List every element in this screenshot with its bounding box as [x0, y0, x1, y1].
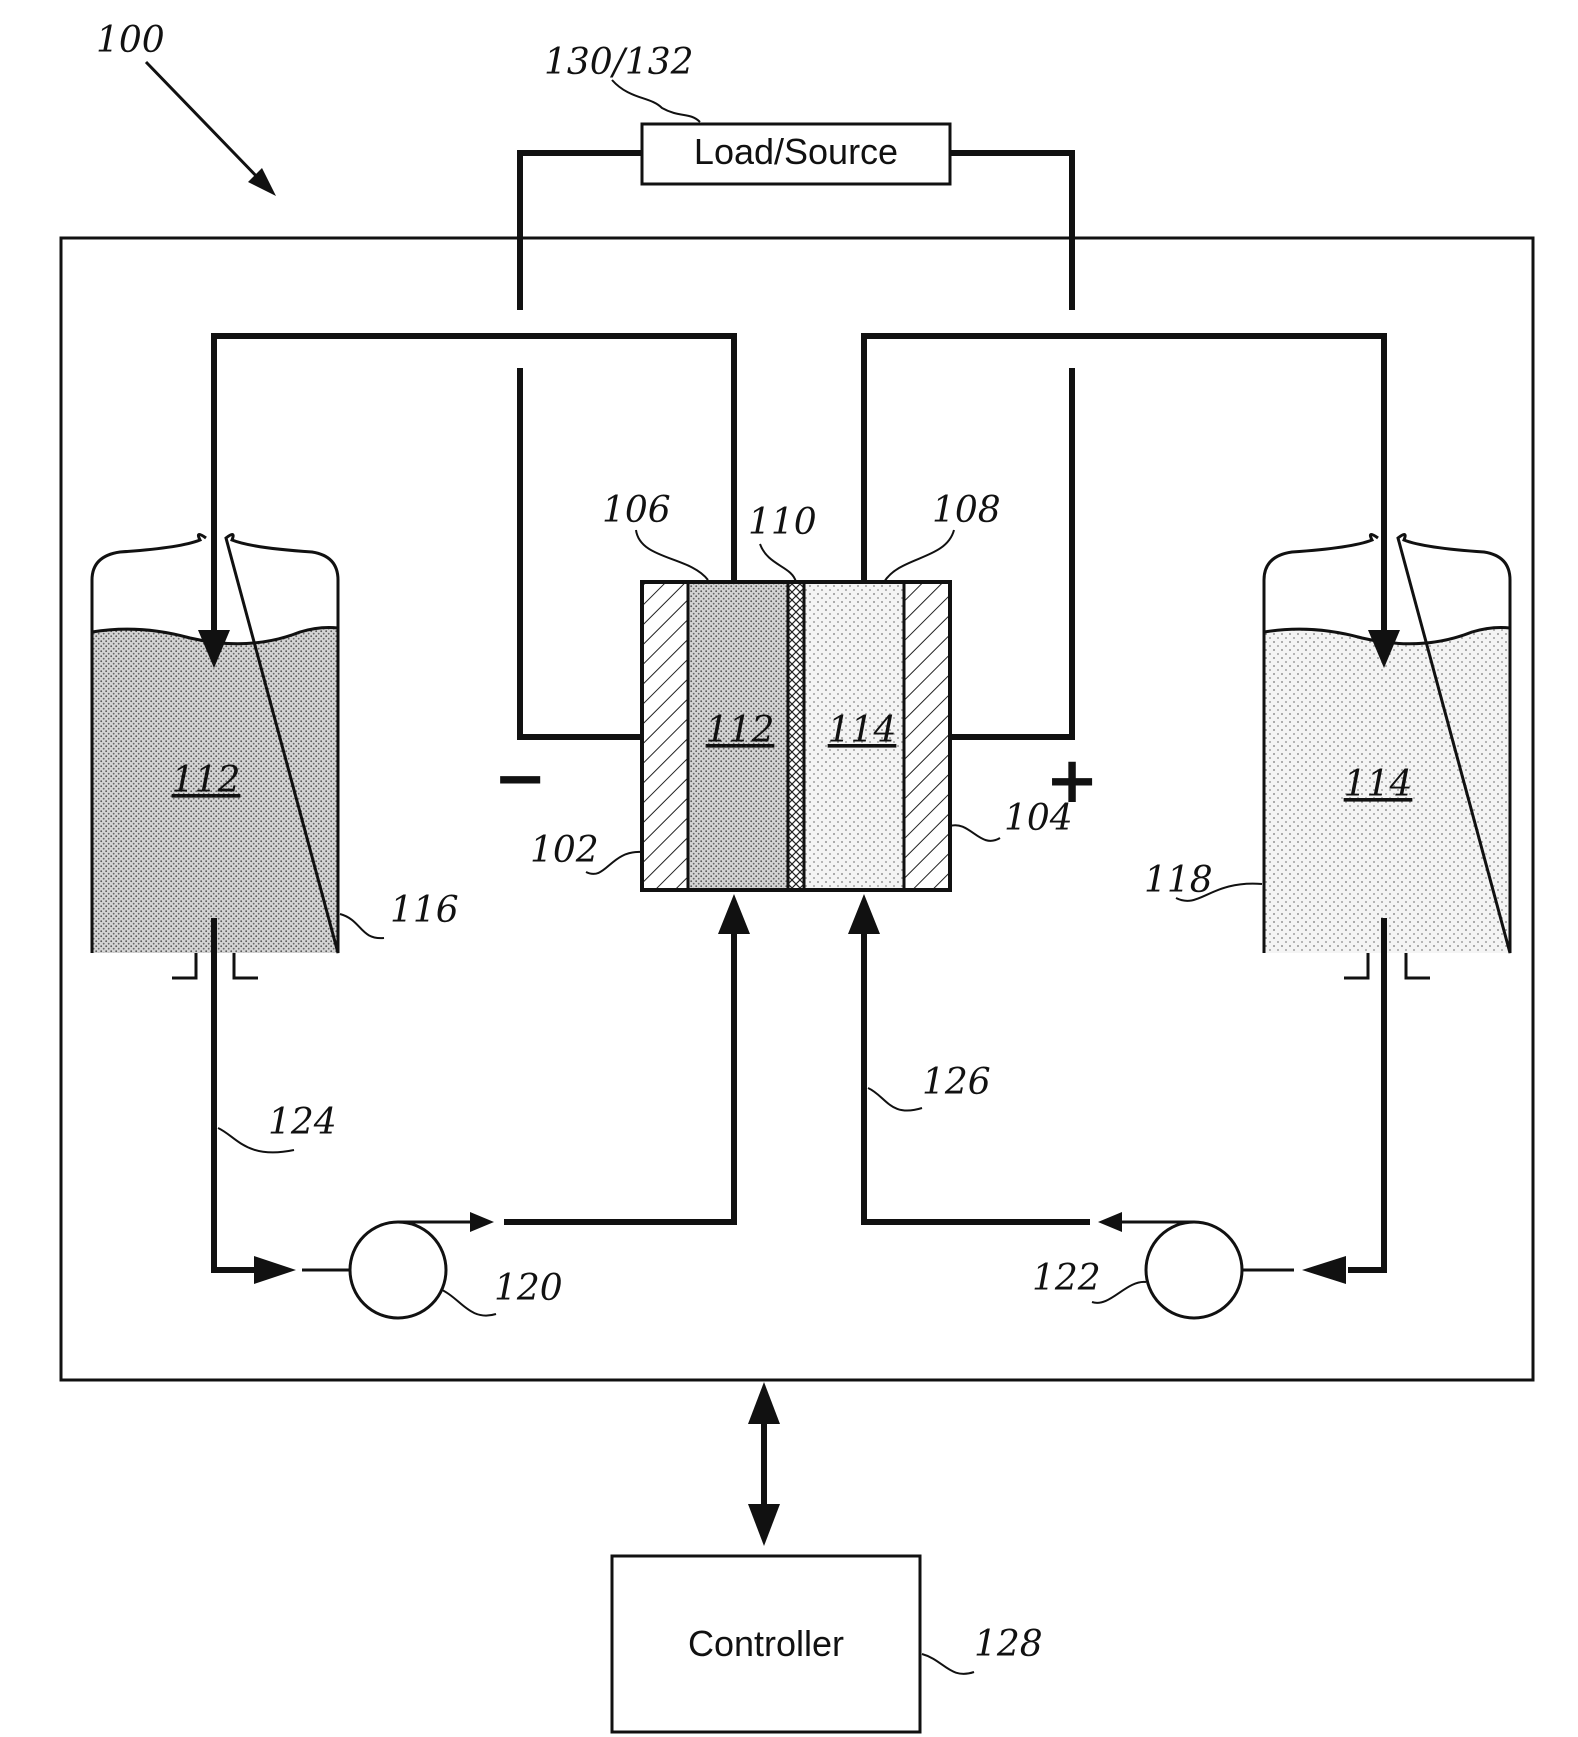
positive-line-leader [868, 1088, 922, 1111]
negative-tank-ref: 116 [390, 890, 459, 931]
negative-tank-leader [340, 914, 384, 938]
load-wire-left-bottom [520, 368, 642, 737]
negative-line-ref: 124 [268, 1102, 337, 1143]
separator-leader [760, 544, 796, 582]
positive-half-cell-leader [884, 530, 954, 582]
positive-tank-ref: 118 [1144, 860, 1213, 901]
system-ref-arrow-line [146, 62, 262, 182]
negative-terminal: − [493, 742, 547, 816]
positive-pump [1146, 1222, 1242, 1318]
negative-feed-line [504, 932, 734, 1222]
positive-supply-arrowhead-1 [1302, 1256, 1346, 1284]
negative-electrode-ref: 102 [530, 830, 599, 871]
negative-electrode [642, 582, 688, 890]
load-wire-right-bottom [950, 368, 1072, 737]
controller-ref: 128 [974, 1624, 1043, 1665]
cell-negative-electrolyte-ref: 112 [706, 710, 775, 751]
negative-pump-ref: 120 [494, 1268, 563, 1309]
cell: 112 114 106 110 108 102 104 − + [493, 490, 1099, 890]
negative-feed-arrowhead [718, 894, 750, 934]
positive-tank: 114 118 [1144, 534, 1510, 978]
negative-half-cell-leader [636, 530, 708, 580]
controller-link-arrowhead-down [748, 1504, 780, 1546]
positive-electrode [904, 582, 950, 890]
system-ref: 100 [96, 20, 165, 61]
positive-supply-line [1348, 918, 1384, 1270]
load-source-leader [612, 80, 700, 122]
controller-label: Controller [688, 1623, 844, 1664]
positive-half-cell-ref: 108 [932, 490, 1001, 531]
negative-pump-outlet-arrowhead [470, 1212, 494, 1232]
controller: Controller 128 [612, 1556, 1043, 1732]
load-wire-right-top [950, 153, 1072, 310]
load-source-ref: 130/132 [544, 42, 694, 83]
cell-positive-electrolyte-ref: 114 [828, 710, 897, 751]
negative-pump-leader [442, 1290, 496, 1316]
positive-terminal: + [1045, 744, 1099, 818]
positive-pump-outlet-arrowhead [1098, 1212, 1122, 1232]
load-source: Load/Source 130/132 [544, 42, 950, 184]
negative-tank-electrolyte-ref: 112 [172, 760, 241, 801]
negative-tank: 112 116 [92, 534, 459, 978]
load-source-label: Load/Source [694, 131, 898, 172]
separator [788, 582, 804, 890]
system-label: 100 [96, 20, 276, 196]
separator-ref: 110 [748, 502, 817, 543]
controller-leader [922, 1654, 974, 1674]
negative-supply-arrowhead-1 [254, 1256, 296, 1284]
negative-pump [350, 1222, 446, 1318]
positive-line-ref: 126 [922, 1062, 991, 1103]
negative-half-cell-ref: 106 [602, 490, 671, 531]
positive-pump-ref: 122 [1032, 1258, 1101, 1299]
positive-tank-electrolyte-ref: 114 [1344, 764, 1413, 805]
positive-feed-arrowhead [848, 894, 880, 934]
positive-electrode-leader [950, 825, 1000, 841]
controller-link-arrowhead-up [748, 1382, 780, 1424]
load-wire-left-top [520, 153, 642, 310]
